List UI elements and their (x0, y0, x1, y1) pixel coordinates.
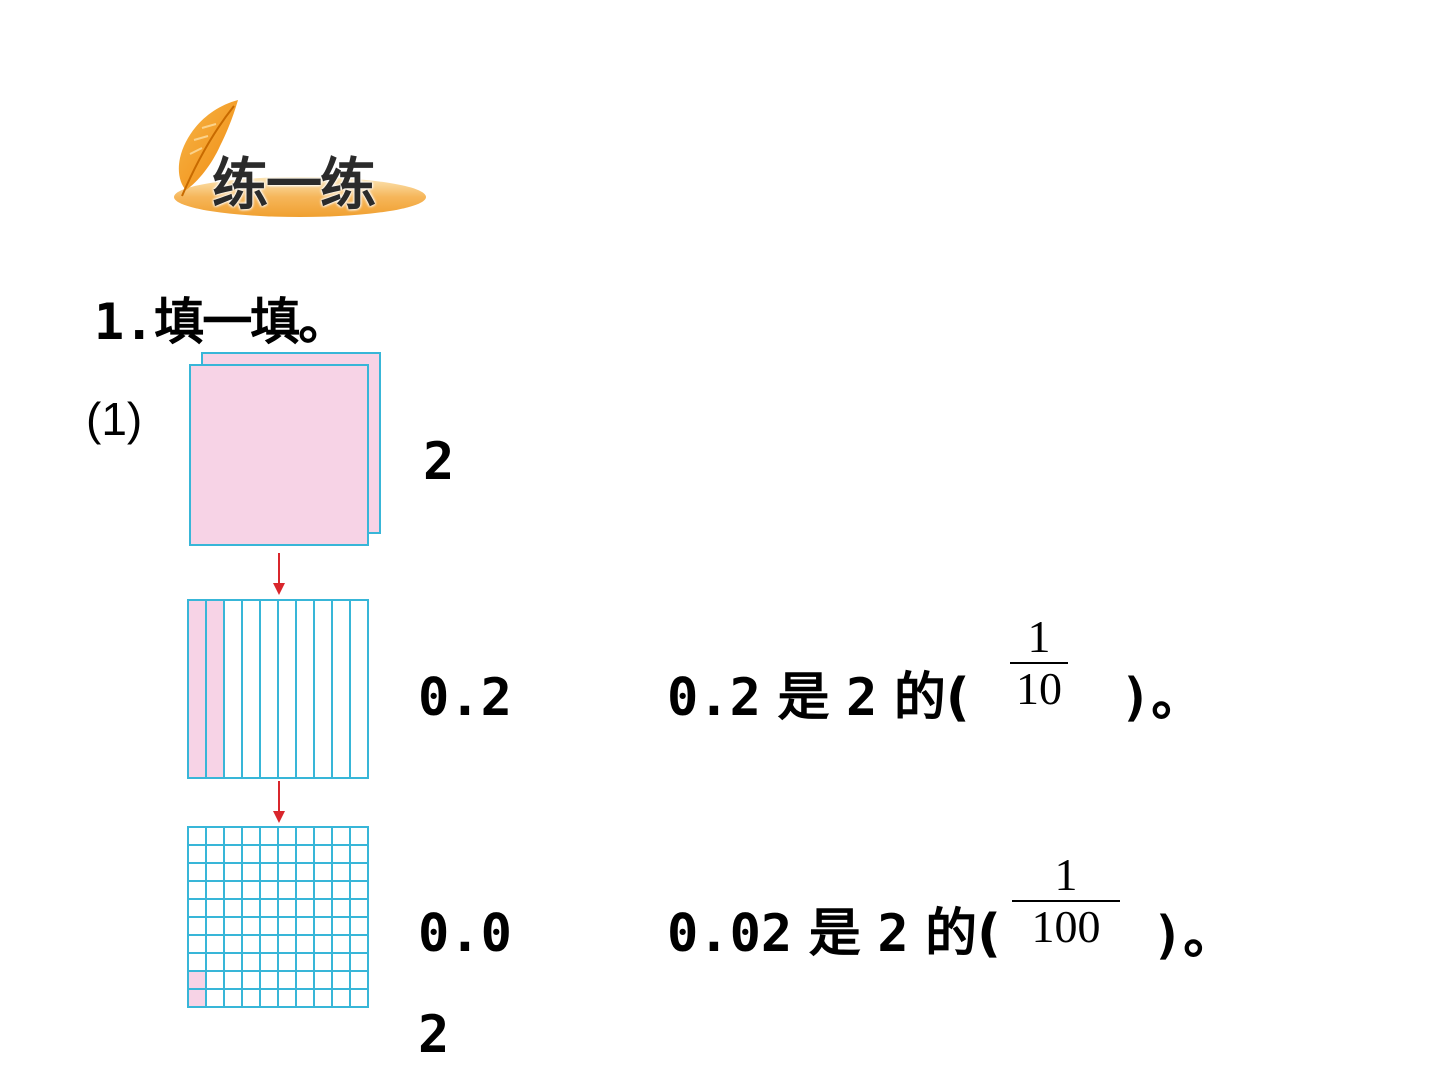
down-arrow-icon (273, 553, 285, 595)
value-hundredths-line2: 2 (418, 1005, 450, 1065)
statement-tail: 的( (893, 668, 970, 728)
statement-text: 是 (777, 668, 830, 728)
fraction-bar (1010, 662, 1068, 664)
question-text: 填一填。 (154, 293, 348, 351)
practice-badge (174, 100, 426, 217)
part-label: (1) (86, 393, 143, 445)
statement-ref: 2 (877, 904, 909, 964)
answer-fraction-tenths: 1 10 (1010, 612, 1068, 714)
value-hundredths-line1: 0.0 (418, 904, 512, 964)
value-whole: 2 (423, 432, 455, 492)
statement-text: 是 (808, 904, 861, 964)
down-arrow-icon (273, 781, 285, 823)
badge-label: 练一练 (212, 153, 376, 218)
statement-prefix: 0.02 (667, 904, 793, 964)
statement-close: )。 (1120, 668, 1204, 728)
hundredths-shaded-cell (188, 989, 206, 1007)
feather-icon (178, 100, 238, 197)
fraction-bar (1012, 900, 1120, 902)
question-title: 1.填一填。 (94, 282, 348, 354)
fraction-numerator: 1 (1027, 611, 1051, 662)
value-tenths: 0.2 (418, 668, 512, 728)
statement-ref: 2 (846, 668, 878, 728)
fraction-denominator: 100 (1031, 901, 1101, 952)
statement-tenths: 0.2 是 2 的( (667, 668, 970, 728)
tenths-shaded-strip (206, 600, 224, 778)
statement-hundredths: 0.02 是 2 的( (667, 904, 1001, 964)
tenths-square (187, 599, 369, 779)
hundredths-shaded-cell (188, 971, 206, 989)
decimal-model-diagram (187, 352, 381, 1008)
statement-prefix: 0.2 (667, 668, 761, 728)
answer-fraction-hundredths: 1 100 (1012, 850, 1120, 952)
hundredths-square (187, 826, 369, 1008)
statement-tail: 的( (925, 904, 1001, 964)
badge-oval (174, 177, 426, 217)
fraction-denominator: 10 (1016, 663, 1062, 714)
question-number: 1. (94, 293, 155, 351)
statement-close: )。 (1152, 906, 1236, 966)
fraction-numerator: 1 (1054, 849, 1078, 900)
tenths-shaded-strip (188, 600, 206, 778)
unit-square-front (189, 364, 369, 546)
